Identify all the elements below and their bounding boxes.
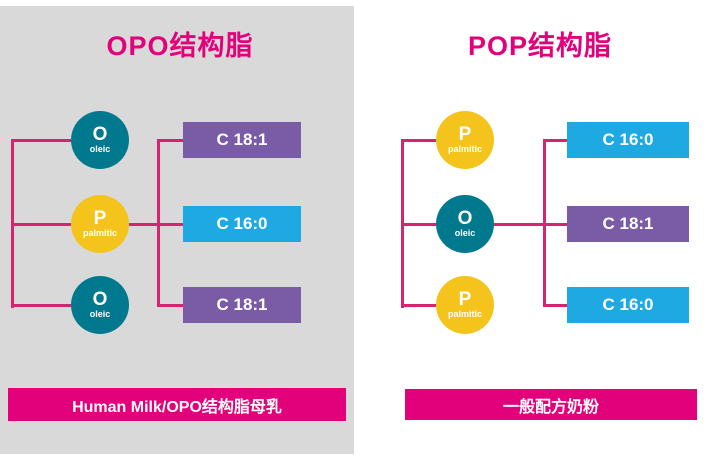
node-letter: P — [93, 208, 107, 229]
pop-label-c160-bottom: C 16:0 — [567, 287, 689, 323]
pop-bracket-stub-top — [543, 139, 567, 142]
pop-node-oleic-middle: O oleic — [436, 195, 494, 253]
opo-label-c181-top: C 18:1 — [183, 122, 301, 158]
opo-middle-connector-line — [129, 223, 157, 226]
opo-backbone-stub-top — [11, 139, 71, 142]
pop-label-c181-middle: C 18:1 — [567, 206, 689, 242]
opo-node-oleic-top: O oleic — [71, 111, 129, 169]
opo-banner: Human Milk/OPO结构脂母乳 — [8, 388, 346, 421]
opo-node-palmitic-middle: P palmitic — [71, 195, 129, 253]
pop-backbone-stub-bottom — [401, 304, 436, 307]
pop-banner: 一般配方奶粉 — [405, 389, 697, 420]
carbon-label-text: C 16:0 — [216, 214, 268, 233]
carbon-label-text: C 18:1 — [216, 295, 268, 314]
node-sublabel: oleic — [89, 309, 111, 319]
opo-bracket-stub-middle — [157, 223, 183, 226]
opo-title: OPO结构脂 — [106, 31, 254, 61]
carbon-label-text: C 16:0 — [602, 130, 654, 149]
node-letter: O — [457, 208, 473, 229]
carbon-label-text: C 18:1 — [216, 130, 268, 149]
opo-banner-text: Human Milk/OPO结构脂母乳 — [72, 398, 282, 416]
node-sublabel: palmitic — [447, 144, 482, 154]
pop-node-palmitic-bottom: P palmitic — [436, 276, 494, 334]
pop-middle-connector-line — [494, 223, 543, 226]
pop-bracket-stub-middle — [543, 223, 567, 226]
opo-bracket-stub-bottom — [157, 304, 183, 307]
opo-label-c181-bottom: C 18:1 — [183, 287, 301, 323]
opo-panel: OPO结构脂 O oleic P palmitic O oleic C 18:1 — [0, 6, 354, 454]
pop-banner-text: 一般配方奶粉 — [502, 398, 599, 416]
opo-backbone-stub-bottom — [11, 304, 71, 307]
carbon-label-text: C 16:0 — [602, 295, 654, 314]
opo-bracket-stub-top — [157, 139, 183, 142]
opo-node-oleic-bottom: O oleic — [71, 276, 129, 334]
node-letter: O — [92, 124, 108, 145]
pop-backbone-stub-middle — [401, 223, 436, 226]
pop-bracket-stub-bottom — [543, 304, 567, 307]
opo-backbone-stub-middle — [11, 223, 71, 226]
pop-backbone-stub-top — [401, 139, 436, 142]
node-letter: O — [92, 289, 108, 310]
node-sublabel: oleic — [454, 228, 476, 238]
node-letter: P — [458, 124, 472, 145]
node-sublabel: oleic — [89, 144, 111, 154]
node-letter: P — [458, 289, 472, 310]
carbon-label-text: C 18:1 — [602, 214, 654, 233]
pop-node-palmitic-top: P palmitic — [436, 111, 494, 169]
pop-panel: POP结构脂 P palmitic O oleic P palmitic C 1… — [360, 0, 720, 460]
opo-label-c160-middle: C 16:0 — [183, 206, 301, 242]
node-sublabel: palmitic — [82, 228, 117, 238]
node-sublabel: palmitic — [447, 309, 482, 319]
pop-title: POP结构脂 — [467, 31, 613, 61]
pop-label-c160-top: C 16:0 — [567, 122, 689, 158]
